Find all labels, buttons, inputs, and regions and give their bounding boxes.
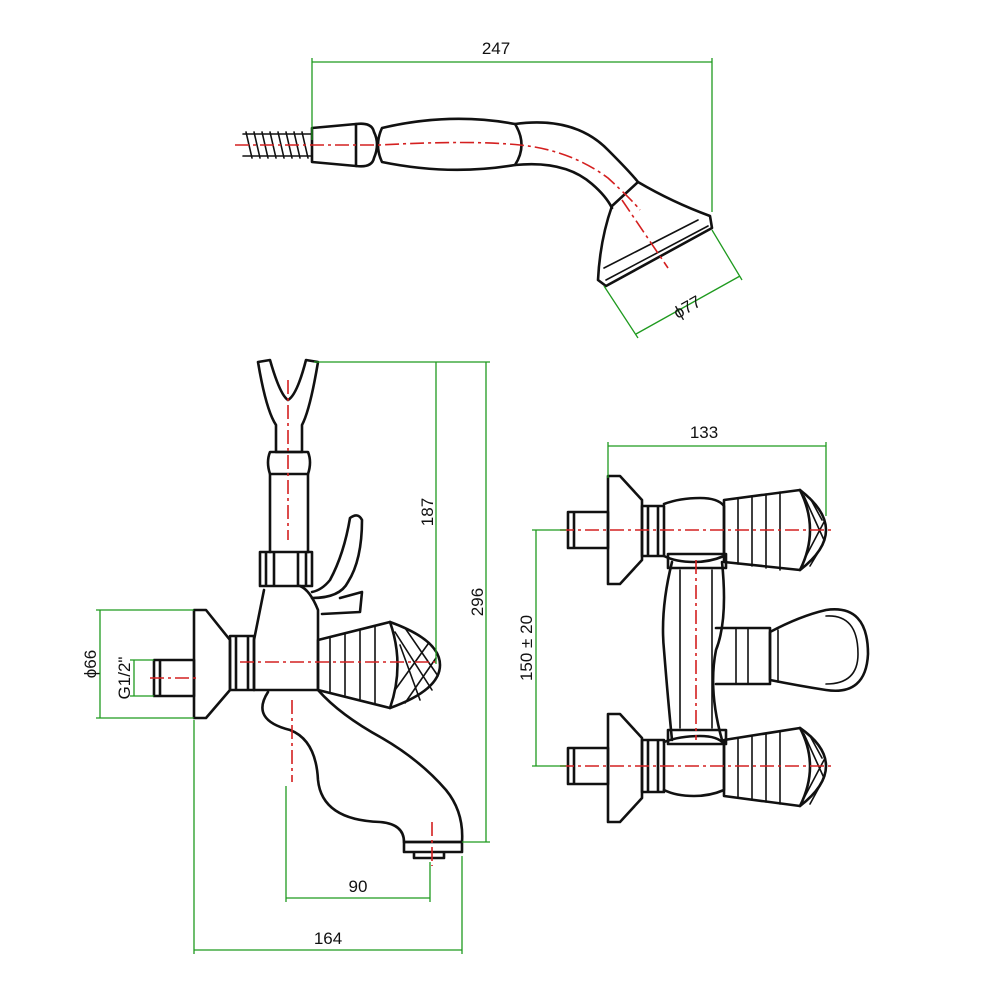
dimension-90: 90: [285, 786, 431, 902]
dimension-phi77: ϕ77: [603, 229, 743, 339]
diverter-lever: [310, 514, 364, 600]
diverter-knob: [768, 608, 870, 693]
dimension-150: 150 ± 20: [517, 529, 566, 767]
front-view: [560, 474, 870, 824]
dimension-247: 247: [311, 39, 713, 212]
dim-label-phi66: ϕ66: [81, 650, 100, 678]
upper-wall-flange: [606, 474, 644, 586]
bath-spout: [261, 688, 464, 844]
shower-neck: [513, 121, 640, 210]
hand-shower-view: [235, 117, 714, 288]
lower-wall-flange: [606, 712, 644, 824]
lower-handle-cap: [798, 726, 828, 808]
shower-head: [596, 180, 714, 288]
dim-label-133: 133: [690, 423, 718, 442]
vertical-connecting-pipe: [661, 560, 726, 742]
dim-label-296: 296: [468, 588, 487, 616]
handle-cap: [388, 620, 442, 710]
dim-label-90: 90: [349, 877, 368, 896]
shower-handle: [376, 117, 523, 172]
dimension-phi66: ϕ66: [81, 609, 194, 719]
dim-label-187: 187: [418, 498, 437, 526]
body-nut: [228, 634, 256, 692]
dim-label-150: 150 ± 20: [517, 615, 536, 681]
dimension-g12: G1/2": [115, 657, 154, 700]
wall-flange: [192, 608, 232, 720]
diverter-body: [714, 626, 772, 686]
side-view: [150, 358, 464, 866]
hook-cradle: [256, 358, 320, 454]
dim-label-164: 164: [314, 929, 342, 948]
dimension-133: 133: [607, 423, 827, 516]
spout-outlet: [402, 840, 464, 860]
dimension-164: 164: [193, 720, 463, 954]
dim-label-g12: G1/2": [115, 657, 134, 700]
lower-tap-handle: [722, 726, 812, 808]
hook-collar: [266, 450, 312, 476]
dim-label-247: 247: [482, 39, 510, 58]
upper-nut: [640, 504, 666, 558]
mixer-body: [252, 584, 320, 692]
dimension-187: 187: [314, 361, 440, 664]
dim-label-phi77: ϕ77: [670, 292, 704, 323]
riser-stem: [268, 472, 310, 554]
dimension-296: 296: [440, 361, 490, 843]
riser-nut: [258, 550, 314, 588]
